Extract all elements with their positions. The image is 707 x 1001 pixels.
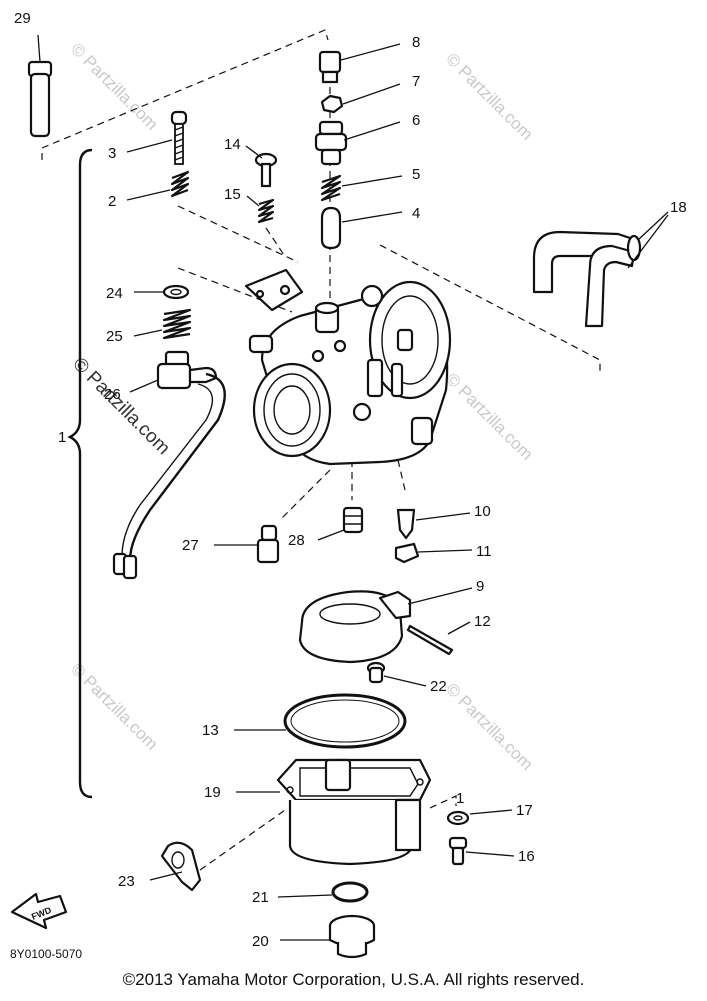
watermark: © Partzilla.com xyxy=(442,679,536,773)
callout-2: 2 xyxy=(108,193,116,210)
part-14-screw xyxy=(245,145,278,188)
callout-20: 20 xyxy=(252,933,269,950)
callout-18: 18 xyxy=(670,199,687,216)
part-2-spring xyxy=(126,170,190,201)
part-28-jet xyxy=(317,506,364,541)
callout-16: 16 xyxy=(518,848,535,865)
callout-6: 6 xyxy=(412,112,420,129)
part-10-valve xyxy=(396,508,471,540)
watermark: © Partzilla.com xyxy=(442,369,536,463)
callout-3: 3 xyxy=(108,145,116,162)
callout-25: 25 xyxy=(106,328,123,345)
part-3-screw xyxy=(126,110,188,165)
assembly-bracket xyxy=(67,148,93,799)
callout-labels: 29 8 7 6 5 4 3 2 14 15 18 24 25 26 1 10 … xyxy=(14,10,687,950)
part-24-washer xyxy=(134,284,190,300)
watermark: © Partzilla.com xyxy=(442,49,536,143)
callout-13: 13 xyxy=(202,722,219,739)
callout-1: 1 xyxy=(58,429,66,446)
part-26-plunger xyxy=(112,350,226,580)
callout-29: 29 xyxy=(14,10,31,27)
fwd-arrow-icon: FWD xyxy=(10,892,68,930)
part-4-needle xyxy=(320,206,403,250)
carburetor-body xyxy=(244,268,452,466)
callout-27: 27 xyxy=(182,537,199,554)
callout-17: 17 xyxy=(516,802,533,819)
watermark: © Partzilla.com xyxy=(67,39,161,133)
callout-26: 26 xyxy=(104,386,121,403)
callout-28: 28 xyxy=(288,532,305,549)
part-23-clamp xyxy=(149,807,289,892)
callout-8: 8 xyxy=(412,34,420,51)
callout-14: 14 xyxy=(224,136,241,153)
callout-19: 19 xyxy=(204,784,221,801)
callout-11: 11 xyxy=(476,543,492,560)
watermark: © Partzilla.com xyxy=(67,659,161,753)
callout-4: 4 xyxy=(412,205,420,222)
callout-7: 7 xyxy=(412,73,420,90)
part-27-jet xyxy=(214,524,280,564)
part-17-washer xyxy=(446,809,513,826)
copyright-notice: ©2013 Yamaha Motor Corporation, U.S.A. A… xyxy=(122,970,585,989)
part-21-o-ring xyxy=(277,881,369,903)
part-12-pin xyxy=(406,621,471,656)
callout-10: 10 xyxy=(474,503,491,520)
callout-1b: 1 xyxy=(456,790,464,807)
part-20-plug xyxy=(280,914,376,959)
callout-5: 5 xyxy=(412,166,420,183)
callout-23: 23 xyxy=(118,873,135,890)
part-8-screw xyxy=(318,43,401,84)
part-15-spring xyxy=(246,195,275,224)
part-22-screw xyxy=(366,661,427,687)
part-11-seat xyxy=(394,542,473,564)
part-25-spring xyxy=(133,308,192,340)
part-13-gasket xyxy=(234,693,407,749)
part-6-jet-holder xyxy=(314,120,401,166)
callout-12: 12 xyxy=(474,613,491,630)
part-16-screw xyxy=(448,836,515,866)
part-18-hose xyxy=(532,211,669,328)
callout-22: 22 xyxy=(430,678,447,695)
diagram-code: 8Y0100-5070 xyxy=(10,947,82,961)
callout-9: 9 xyxy=(476,578,484,595)
part-19-float-bowl xyxy=(236,758,457,866)
part-29-cap xyxy=(27,34,53,138)
part-5-spring xyxy=(320,174,403,202)
callout-24: 24 xyxy=(106,285,123,302)
part-9-float xyxy=(298,587,473,664)
callout-21: 21 xyxy=(252,889,269,906)
callout-15: 15 xyxy=(224,186,241,203)
part-7-nut xyxy=(320,83,401,114)
